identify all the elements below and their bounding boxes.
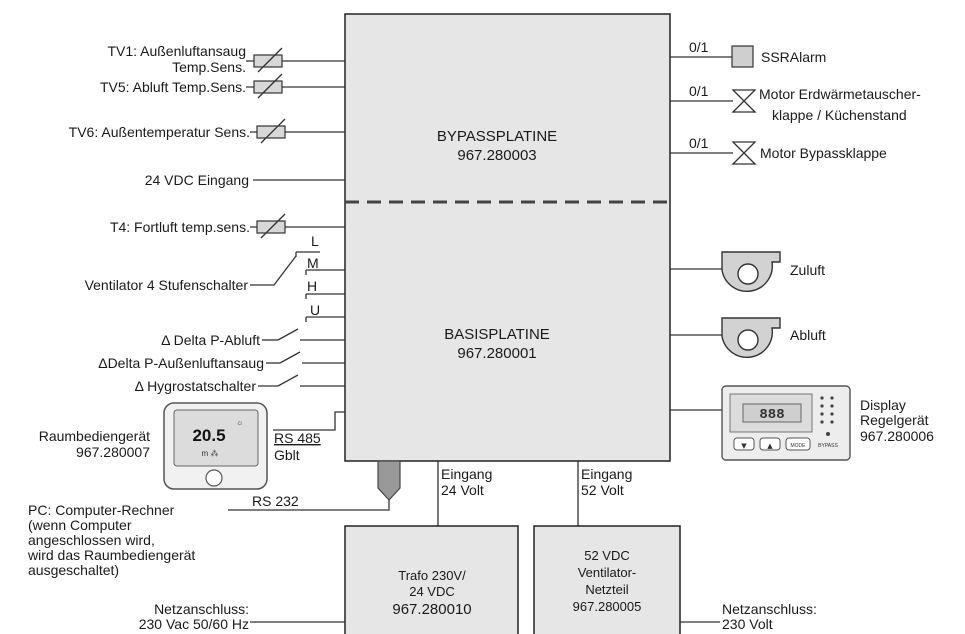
mains-right-value: 230 Volt xyxy=(722,616,773,632)
room-unit-code: 967.280007 xyxy=(76,444,150,460)
rs485-label: RS 485 xyxy=(274,430,321,446)
stage-u-label: U xyxy=(310,302,320,318)
base-board-title: BASISPLATINE xyxy=(444,326,550,343)
rs232-wire xyxy=(228,500,390,511)
display-controller-device: 888 ▼ ▲ MODE BYPASS xyxy=(721,385,851,461)
tv5-sensor-icon xyxy=(253,73,283,99)
tv6-label: TV6: Außentemperatur Sens. xyxy=(69,124,250,140)
pc-label: PC: Computer-Rechner xyxy=(28,502,175,518)
hygrostat-label: Δ Hygrostatschalter xyxy=(135,378,257,394)
up-button xyxy=(759,437,781,451)
trafo-label: Trafo 230V/ xyxy=(398,568,466,583)
rs232-label: RS 232 xyxy=(252,493,299,509)
fan-stage-switch-icon xyxy=(250,251,345,322)
room-unit-knob-icon xyxy=(205,469,223,487)
psu-code: 967.280005 xyxy=(573,599,642,614)
t4-label: T4: Fortluft temp.sens. xyxy=(110,219,250,235)
pc-note-line2: angeschlossen wird, xyxy=(28,532,155,548)
erd-valve-icon xyxy=(731,89,757,113)
room-unit-device: 20.5 m ⁂ ☼ xyxy=(163,402,268,490)
mains-left-value: 230 Vac 50/60 Hz xyxy=(139,616,249,632)
t4-sensor-icon xyxy=(256,213,286,239)
base-board-code: 967.280001 xyxy=(457,345,536,362)
dc24-label: 24 VDC Eingang xyxy=(145,172,249,188)
trafo-voltage: 24 VDC xyxy=(409,584,455,599)
bypass-signal: 0/1 xyxy=(689,135,709,151)
fan-switch-label: Ventilator 4 Stufenschalter xyxy=(85,277,249,293)
tv6-sensor-icon xyxy=(256,118,286,144)
bypass-board-title: BYPASSPLATINE xyxy=(437,128,557,145)
rs485-wire xyxy=(273,411,345,431)
gblt-label: Gblt xyxy=(274,447,300,463)
psu-label: 52 VDC xyxy=(584,548,630,563)
tv1-sublabel: Temp.Sens. xyxy=(172,59,246,75)
display-digits: 888 xyxy=(759,407,784,423)
display-sublabel: Regelgerät xyxy=(860,412,929,428)
trafo-code: 967.280010 xyxy=(392,601,471,618)
ssr-alarm-icon xyxy=(731,45,754,68)
stage-h-label: H xyxy=(307,278,317,294)
erd-signal: 0/1 xyxy=(689,83,709,99)
abluft-label: Abluft xyxy=(790,327,826,343)
in24-label: Eingang xyxy=(441,466,492,482)
ssr-signal: 0/1 xyxy=(689,39,709,55)
room-unit-display: 20.5 xyxy=(192,426,225,445)
in52-label: Eingang xyxy=(581,466,632,482)
trafo-box xyxy=(344,525,519,634)
ssr-label: SSRAlarm xyxy=(761,49,826,65)
room-unit-label: Raumbediengerät xyxy=(39,428,150,444)
hygrostat-switch-icon xyxy=(258,374,345,387)
bypass-board-code: 967.280003 xyxy=(457,147,536,164)
bypass-label: Motor Bypassklappe xyxy=(760,145,887,161)
tv1-sensor-icon xyxy=(253,47,283,73)
psu-box xyxy=(533,525,681,634)
svg-text:☼: ☼ xyxy=(236,418,243,427)
down-button xyxy=(733,437,755,451)
dp-aussen-switch-icon xyxy=(266,351,345,364)
dp-abluft-label: Δ Delta P-Abluft xyxy=(161,332,260,348)
bypass-button-label: BYPASS xyxy=(818,443,838,449)
mode-button-label: MODE xyxy=(791,443,807,449)
pc-note-line1: (wenn Computer xyxy=(28,517,132,533)
dp-aussen-label: ΔDelta P-Außenluftansaug xyxy=(98,355,264,371)
zuluft-label: Zuluft xyxy=(790,262,825,278)
tv5-label: TV5: Abluft Temp.Sens. xyxy=(100,79,246,95)
erd-label-line2: klappe / Küchenstand xyxy=(772,107,907,123)
pc-connector-icon xyxy=(377,460,401,501)
display-label: Display xyxy=(860,397,906,413)
pc-note-line4: ausgeschaltet) xyxy=(28,562,119,578)
psu-type2: Netzteil xyxy=(585,582,628,597)
mains-right-label: Netzanschluss: xyxy=(722,601,817,617)
stage-m-label: M xyxy=(307,255,319,271)
psu-type: Ventilator- xyxy=(578,565,637,580)
mains-left-label: Netzanschluss: xyxy=(154,601,249,617)
svg-text:m ⁂: m ⁂ xyxy=(202,449,219,458)
stage-l-label: L xyxy=(311,233,319,249)
in52-sublabel: 52 Volt xyxy=(581,482,624,498)
abluft-fan-icon xyxy=(721,317,781,358)
zuluft-fan-icon xyxy=(721,251,781,292)
display-code: 967.280006 xyxy=(860,428,934,444)
bypass-valve-icon xyxy=(731,141,757,165)
pc-note-line3: wird das Raumbediengerät xyxy=(27,547,195,563)
dp-abluft-switch-icon xyxy=(262,328,345,341)
erd-label-line1: Motor Erdwärmetauscher- xyxy=(759,86,921,102)
controller-housing xyxy=(344,13,671,462)
svg-text:▼: ▼ xyxy=(741,442,747,450)
tv1-label: TV1: Außenluftansaug xyxy=(107,43,246,59)
in24-sublabel: 24 Volt xyxy=(441,482,484,498)
mode-button xyxy=(785,437,811,451)
svg-text:▲: ▲ xyxy=(767,442,773,450)
